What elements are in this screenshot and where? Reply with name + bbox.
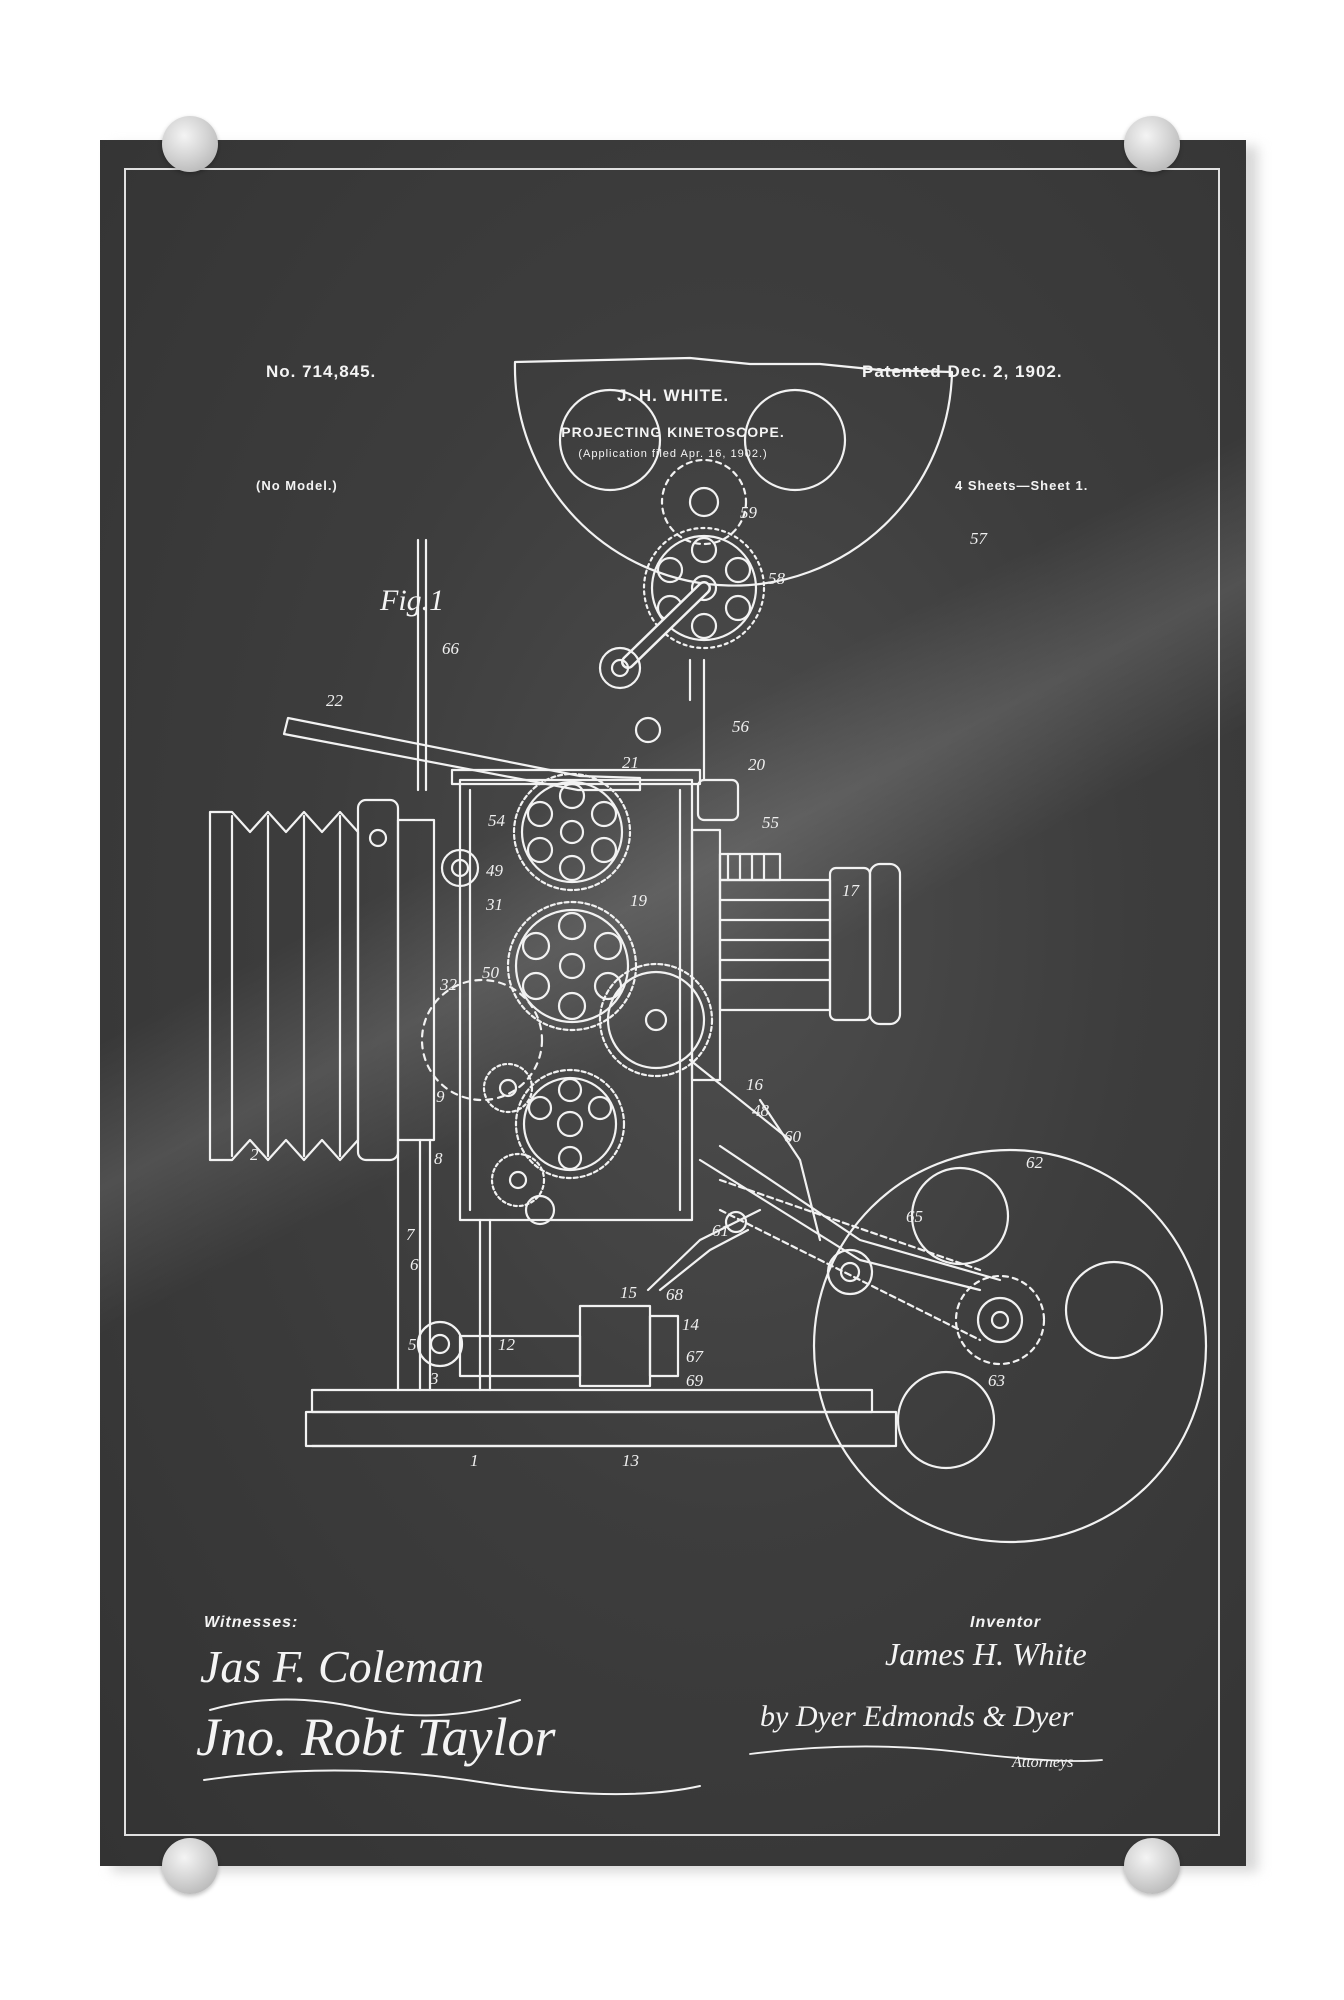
part-label: 6 — [410, 1255, 419, 1274]
figure-label: Fig.1 — [380, 584, 445, 617]
attorney-signature: by Dyer Edmonds & Dyer — [760, 1700, 1074, 1733]
part-label: 12 — [498, 1335, 516, 1354]
kinetoscope-drawing: 57 59 58 66 22 56 20 21 55 54 49 19 31 1… — [203, 356, 1208, 1796]
upper-reel-housing — [513, 356, 954, 587]
part-label: 16 — [746, 1075, 764, 1094]
part-label: 50 — [482, 963, 500, 982]
part-label: 21 — [622, 753, 639, 772]
patent-title: PROJECTING KINETOSCOPE. — [561, 424, 785, 440]
witnesses-label: Witnesses: — [204, 1614, 299, 1631]
part-label: 19 — [630, 891, 648, 910]
mount-pin-top-right — [1124, 116, 1180, 172]
upper-reel-hole-right — [743, 388, 847, 492]
poster-border — [124, 168, 1220, 1836]
base-plate-top — [310, 1388, 874, 1414]
part-label: 7 — [406, 1225, 416, 1244]
part-label: 55 — [762, 813, 779, 832]
drive-belt — [718, 1178, 982, 1272]
model-note: (No Model.) — [256, 478, 338, 493]
part-label: 66 — [442, 639, 460, 658]
inventor-label: Inventor — [970, 1614, 1042, 1631]
upper-sprocket — [688, 486, 720, 518]
part-label: 3 — [429, 1369, 439, 1388]
part-label: 17 — [842, 881, 861, 900]
part-label: 68 — [666, 1285, 684, 1304]
patent-number: No. 714,845. — [266, 362, 377, 381]
part-label: 32 — [439, 975, 458, 994]
part-label: 69 — [686, 1371, 704, 1390]
upper-gear-hub — [690, 574, 718, 602]
application-date: (Application filed Apr. 16, 1902.) — [578, 448, 768, 460]
part-label: 8 — [434, 1149, 443, 1168]
condenser-frame — [396, 818, 436, 1142]
mechanism-housing — [458, 778, 694, 1222]
base-plate — [304, 1410, 898, 1448]
witness-2-flourish — [203, 1769, 701, 1796]
upper-sprocket-dashed — [660, 458, 748, 546]
part-label: 59 — [740, 503, 758, 522]
part-label: 49 — [486, 861, 504, 880]
projection-lens — [690, 778, 902, 1082]
drive-box — [578, 1304, 652, 1388]
chalkboard-poster: No. 714,845. Patented Dec. 2, 1902. J. H… — [100, 140, 1246, 1866]
attorney-flourish — [749, 1745, 1103, 1762]
part-label: 48 — [752, 1101, 770, 1120]
inventor-header: J. H. WHITE. — [616, 386, 730, 405]
part-label: 5 — [408, 1335, 417, 1354]
part-label: 31 — [485, 895, 503, 914]
part-label: 15 — [620, 1283, 637, 1302]
witness-1-signature: Jas F. Coleman — [200, 1641, 485, 1692]
lever-arm — [282, 716, 642, 792]
part-label: 54 — [488, 811, 506, 830]
inventor-signature: James H. White — [885, 1636, 1087, 1672]
lamp-house — [356, 798, 400, 1162]
attorneys-label: Attorneys — [1012, 1754, 1074, 1771]
part-label: 67 — [686, 1347, 705, 1366]
tension-roller — [598, 646, 642, 690]
upper-gear — [650, 534, 758, 642]
part-label: 65 — [906, 1207, 923, 1226]
part-labels: 57 59 58 66 22 56 20 21 55 54 49 19 31 1… — [250, 503, 1044, 1470]
crank-link — [646, 1208, 762, 1292]
part-label: 63 — [988, 1371, 1005, 1390]
mount-pin-bottom-left — [162, 1838, 218, 1894]
sheet-count: 4 Sheets—Sheet 1. — [955, 478, 1089, 493]
mount-pin-top-left — [162, 116, 218, 172]
part-label: 1 — [470, 1451, 479, 1470]
mount-pin-bottom-right — [1124, 1838, 1180, 1894]
part-label: 13 — [622, 1451, 639, 1470]
part-label: 2 — [250, 1145, 259, 1164]
upper-gear-teeth — [642, 526, 766, 650]
part-label: 56 — [732, 717, 750, 736]
witness-1-flourish — [209, 1698, 521, 1717]
part-label: 14 — [682, 1315, 700, 1334]
patent-date: Patented Dec. 2, 1902. — [862, 362, 1063, 381]
part-label: 22 — [326, 691, 344, 710]
part-label: 57 — [970, 529, 989, 548]
part-label: 58 — [768, 569, 786, 588]
witness-2-signature: Jno. Robt Taylor — [196, 1707, 556, 1767]
upper-reel-hole-left — [558, 388, 662, 492]
lower-film-reel — [812, 1148, 1208, 1544]
part-label: 61 — [712, 1221, 729, 1240]
part-label: 60 — [784, 1127, 802, 1146]
part-label: 20 — [748, 755, 766, 774]
part-label: 62 — [1026, 1153, 1044, 1172]
part-label: 9 — [436, 1087, 445, 1106]
gear-train — [420, 772, 714, 1226]
